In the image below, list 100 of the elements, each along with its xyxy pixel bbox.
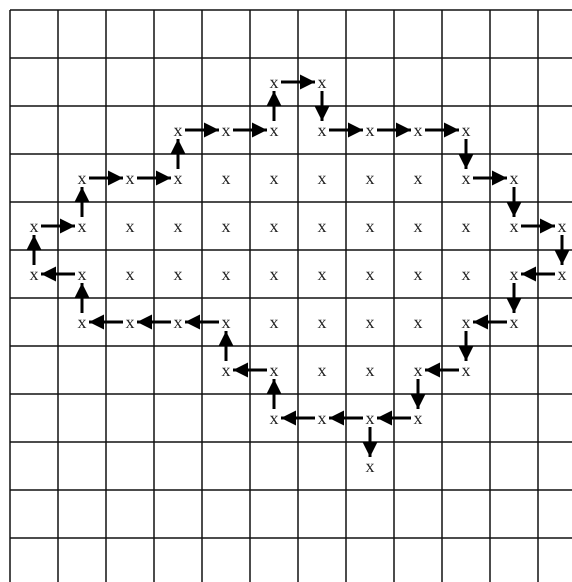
grid-mark: x xyxy=(507,313,521,331)
arrow xyxy=(506,187,522,217)
grid-mark: x xyxy=(460,217,472,235)
arrow xyxy=(458,139,474,169)
arrow xyxy=(233,122,267,138)
grid-mark: x xyxy=(27,265,41,283)
arrow xyxy=(74,283,90,313)
grid-mark: x xyxy=(316,265,328,283)
grid-mark: x xyxy=(267,121,281,139)
arrow xyxy=(377,122,411,138)
arrow xyxy=(266,379,282,409)
arrow xyxy=(41,266,75,282)
grid-mark: x xyxy=(460,265,472,283)
arrow xyxy=(89,314,123,330)
grid-mark: x xyxy=(555,217,569,235)
arrow xyxy=(26,235,42,265)
grid-mark: x xyxy=(459,169,473,187)
grid-mark: x xyxy=(171,121,185,139)
grid-mark: x xyxy=(123,313,137,331)
arrow xyxy=(218,331,234,361)
grid-mark: x xyxy=(412,169,424,187)
grid-mark: x xyxy=(75,169,89,187)
grid-mark: x xyxy=(172,265,184,283)
grid-mark: x xyxy=(412,217,424,235)
arrow xyxy=(329,410,363,426)
grid-mark: x xyxy=(268,169,280,187)
grid-mark: x xyxy=(267,73,281,91)
grid-mark: x xyxy=(219,361,233,379)
grid-mark: x xyxy=(364,313,376,331)
grid-mark: x xyxy=(315,409,329,427)
arrow xyxy=(506,283,522,313)
arrow xyxy=(425,362,459,378)
grid-mark: x xyxy=(363,457,377,475)
grid-mark: x xyxy=(267,409,281,427)
grid-mark: x xyxy=(268,217,280,235)
grid-mark: x xyxy=(267,361,281,379)
grid-mark: x xyxy=(459,313,473,331)
arrow xyxy=(458,331,474,361)
grid-mark: x xyxy=(172,217,184,235)
grid-mark: x xyxy=(124,217,136,235)
grid-mark: x xyxy=(123,169,137,187)
arrow xyxy=(233,362,267,378)
grid-mark: x xyxy=(507,265,521,283)
arrow xyxy=(521,218,555,234)
grid-mark: x xyxy=(363,121,377,139)
arrow xyxy=(74,187,90,217)
grid-mark: x xyxy=(316,169,328,187)
grid-mark: x xyxy=(412,265,424,283)
grid-mark: x xyxy=(364,217,376,235)
grid-mark: x xyxy=(219,121,233,139)
grid-mark: x xyxy=(363,409,377,427)
arrow xyxy=(329,122,363,138)
grid-mark: x xyxy=(364,169,376,187)
arrow xyxy=(281,74,315,90)
grid-mark: x xyxy=(507,169,521,187)
grid-mark: x xyxy=(268,265,280,283)
arrow xyxy=(314,91,330,121)
arrow xyxy=(185,314,219,330)
grid-mark: x xyxy=(316,313,328,331)
arrow xyxy=(137,314,171,330)
grid-mark: x xyxy=(27,217,41,235)
grid-mark: x xyxy=(364,361,376,379)
grid-mark: x xyxy=(316,217,328,235)
grid-mark: x xyxy=(315,73,329,91)
grid-mark: x xyxy=(411,121,425,139)
arrow xyxy=(425,122,459,138)
grid-mark: x xyxy=(555,265,569,283)
grid-mark: x xyxy=(171,169,185,187)
grid-mark: x xyxy=(411,409,425,427)
grid-mark: x xyxy=(268,313,280,331)
grid-mark: x xyxy=(459,361,473,379)
grid-mark: x xyxy=(316,361,328,379)
grid-mark: x xyxy=(411,361,425,379)
arrow xyxy=(554,235,570,265)
arrow xyxy=(89,170,123,186)
grid-mark: x xyxy=(124,265,136,283)
grid-mark: x xyxy=(220,169,232,187)
arrow xyxy=(410,379,426,409)
arrow xyxy=(281,410,315,426)
grid-mark: x xyxy=(507,217,521,235)
arrow xyxy=(170,139,186,169)
grid-mark: x xyxy=(171,313,185,331)
arrow xyxy=(41,218,75,234)
grid-mark: x xyxy=(459,121,473,139)
grid-mark: x xyxy=(219,313,233,331)
arrow xyxy=(185,122,219,138)
grid-mark: x xyxy=(220,265,232,283)
arrow xyxy=(473,314,507,330)
arrow xyxy=(377,410,411,426)
grid-mark: x xyxy=(315,121,329,139)
grid-mark: x xyxy=(75,313,89,331)
arrow xyxy=(473,170,507,186)
arrow xyxy=(137,170,171,186)
grid-mark: x xyxy=(364,265,376,283)
grid-mark: x xyxy=(412,313,424,331)
arrow xyxy=(362,427,378,457)
arrow xyxy=(266,91,282,121)
arrow xyxy=(521,266,555,282)
grid-mark: x xyxy=(220,217,232,235)
grid-mark: x xyxy=(75,265,89,283)
